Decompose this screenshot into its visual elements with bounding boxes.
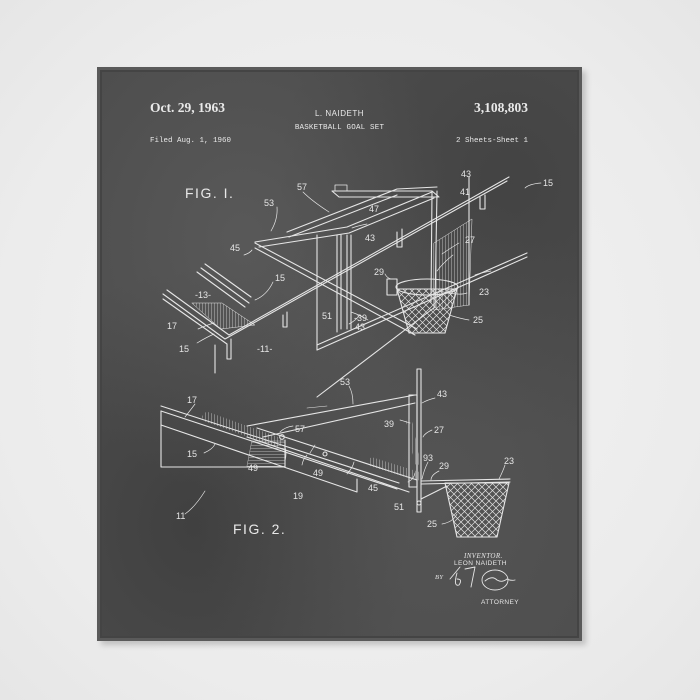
fig1-label: FIG. I. [185,185,235,201]
patent-number: 3,108,803 [474,100,528,115]
fig1-callouts: 57 43 41 15 53 47 45 43 27 15 29 23 -13-… [167,169,553,354]
svg-text:23: 23 [479,287,489,297]
svg-text:93: 93 [423,453,433,463]
svg-text:15: 15 [187,449,197,459]
svg-text:29: 29 [374,267,384,277]
svg-text:49: 49 [248,463,258,473]
inventor-heading: INVENTOR. [464,552,503,560]
svg-text:43: 43 [437,389,447,399]
patent-print-panel: Oct. 29, 1963 3,108,803 L. NAIDETH BASKE… [97,67,582,641]
svg-text:51: 51 [394,502,404,512]
svg-text:53: 53 [340,377,350,387]
svg-text:43: 43 [461,169,471,179]
svg-text:17: 17 [167,321,177,331]
svg-text:-39: -39 [354,313,367,323]
svg-text:45: 45 [368,483,378,493]
svg-text:-11-: -11- [257,344,272,354]
patent-title: BASKETBALL GOAL SET [294,124,385,132]
signature-scrawl [449,566,516,591]
fig2-label: FIG. 2. [233,521,287,537]
svg-text:57: 57 [295,424,305,434]
svg-text:15: 15 [179,344,189,354]
svg-text:15: 15 [543,178,553,188]
svg-text:17: 17 [187,395,197,405]
svg-text:43: 43 [365,233,375,243]
svg-text:25: 25 [427,519,437,529]
filed-date: Filed Aug. 1, 1960 [150,137,232,145]
fig1-drawing [162,176,542,398]
svg-text:53: 53 [264,198,274,208]
inventor-short: L. NAIDETH [314,109,364,118]
patent-date: Oct. 29, 1963 [150,100,225,115]
svg-text:47: 47 [369,204,379,214]
svg-text:15: 15 [275,273,285,283]
svg-text:27: 27 [465,235,475,245]
attorney-label: ATTORNEY [481,599,519,606]
svg-text:11: 11 [176,511,185,521]
inventor-name: LEON NAIDETH [454,560,507,567]
fig2-drawing [160,368,511,538]
fig2-callouts: 53 43 17 39 27 57 15 93 29 23 49 49 19 4… [176,377,514,529]
by-label: BY [435,574,444,581]
svg-text:45: 45 [230,243,240,253]
svg-text:-13-: -13- [195,290,211,300]
svg-text:41: 41 [460,187,470,197]
svg-text:25: 25 [473,315,483,325]
svg-text:57: 57 [297,182,307,192]
patent-drawing: 57 43 41 15 53 47 45 43 27 15 29 23 -13-… [160,169,553,591]
svg-text:51: 51 [322,311,332,321]
svg-text:19: 19 [293,491,303,501]
svg-text:27: 27 [434,425,444,435]
svg-text:29: 29 [439,461,449,471]
svg-text:49: 49 [313,468,323,478]
svg-text:23: 23 [504,456,514,466]
svg-text:39: 39 [384,419,394,429]
svg-text:43: 43 [355,322,365,332]
sheet-count: 2 Sheets-Sheet 1 [455,137,528,145]
